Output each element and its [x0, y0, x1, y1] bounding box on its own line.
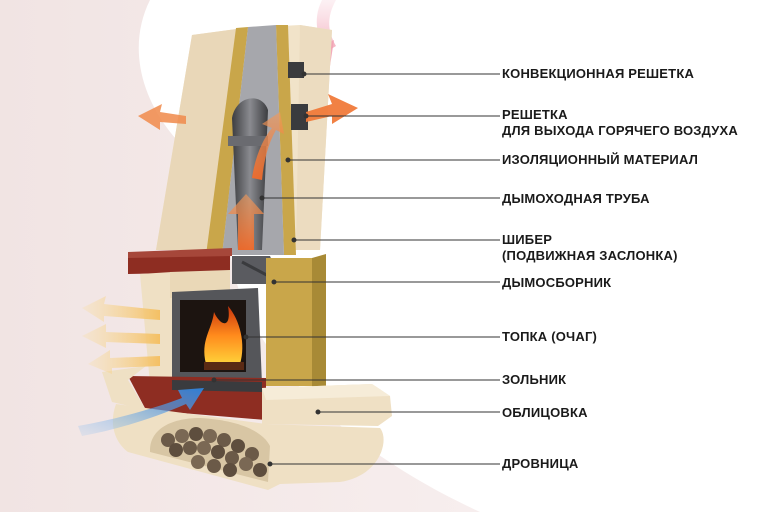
label-line: ШИБЕР [502, 232, 553, 247]
insulation-block [266, 258, 320, 386]
label-damper: ШИБЕР (ПОДВИЖНАЯ ЗАСЛОНКА) [502, 232, 678, 264]
label-line: ИЗОЛЯЦИОННЫЙ МАТЕРИАЛ [502, 152, 699, 167]
label-cladding: ОБЛИЦОВКА [502, 405, 588, 421]
label-insulation: ИЗОЛЯЦИОННЫЙ МАТЕРИАЛ [502, 152, 698, 168]
label-line: РЕШЕТКА [502, 107, 568, 122]
label-woodpile: ДРОВНИЦА [502, 456, 578, 472]
hot-air-arrows-inside [228, 112, 284, 250]
firebox [172, 288, 262, 384]
hot-air-out-left [138, 104, 186, 130]
label-chimney-pipe: ДЫМОХОДНАЯ ТРУБА [502, 191, 650, 207]
label-line: ДРОВНИЦА [502, 456, 579, 471]
label-line: ДЫМОСБОРНИК [502, 275, 612, 290]
label-line: ДЫМОХОДНАЯ ТРУБА [502, 191, 650, 206]
mantel-shelf [128, 248, 232, 274]
label-line: ЗОЛЬНИК [502, 372, 567, 387]
label-line: (ПОДВИЖНАЯ ЗАСЛОНКА) [502, 248, 678, 263]
convection-grille [288, 62, 304, 78]
label-hot-air-grille: РЕШЕТКА ДЛЯ ВЫХОДА ГОРЯЧЕГО ВОЗДУХА [502, 107, 738, 139]
leader-lines [211, 71, 500, 467]
label-firebox: ТОПКА (ОЧАГ) [502, 329, 597, 345]
label-ash-pit: ЗОЛЬНИК [502, 372, 566, 388]
cold-air-arrow [78, 388, 204, 436]
warm-air-arrows [82, 296, 160, 374]
label-line: КОНВЕКЦИОННАЯ РЕШЕТКА [502, 66, 695, 81]
label-line: ТОПКА (ОЧАГ) [502, 329, 598, 344]
label-line: ОБЛИЦОВКА [502, 405, 588, 420]
woodpile [161, 427, 267, 477]
label-line: ДЛЯ ВЫХОДА ГОРЯЧЕГО ВОЗДУХА [502, 123, 739, 138]
label-convection-grille: КОНВЕКЦИОННАЯ РЕШЕТКА [502, 66, 694, 82]
hot-air-grille [291, 104, 308, 130]
hearth-slab [102, 366, 392, 426]
label-smoke-collector: ДЫМОСБОРНИК [502, 275, 611, 291]
